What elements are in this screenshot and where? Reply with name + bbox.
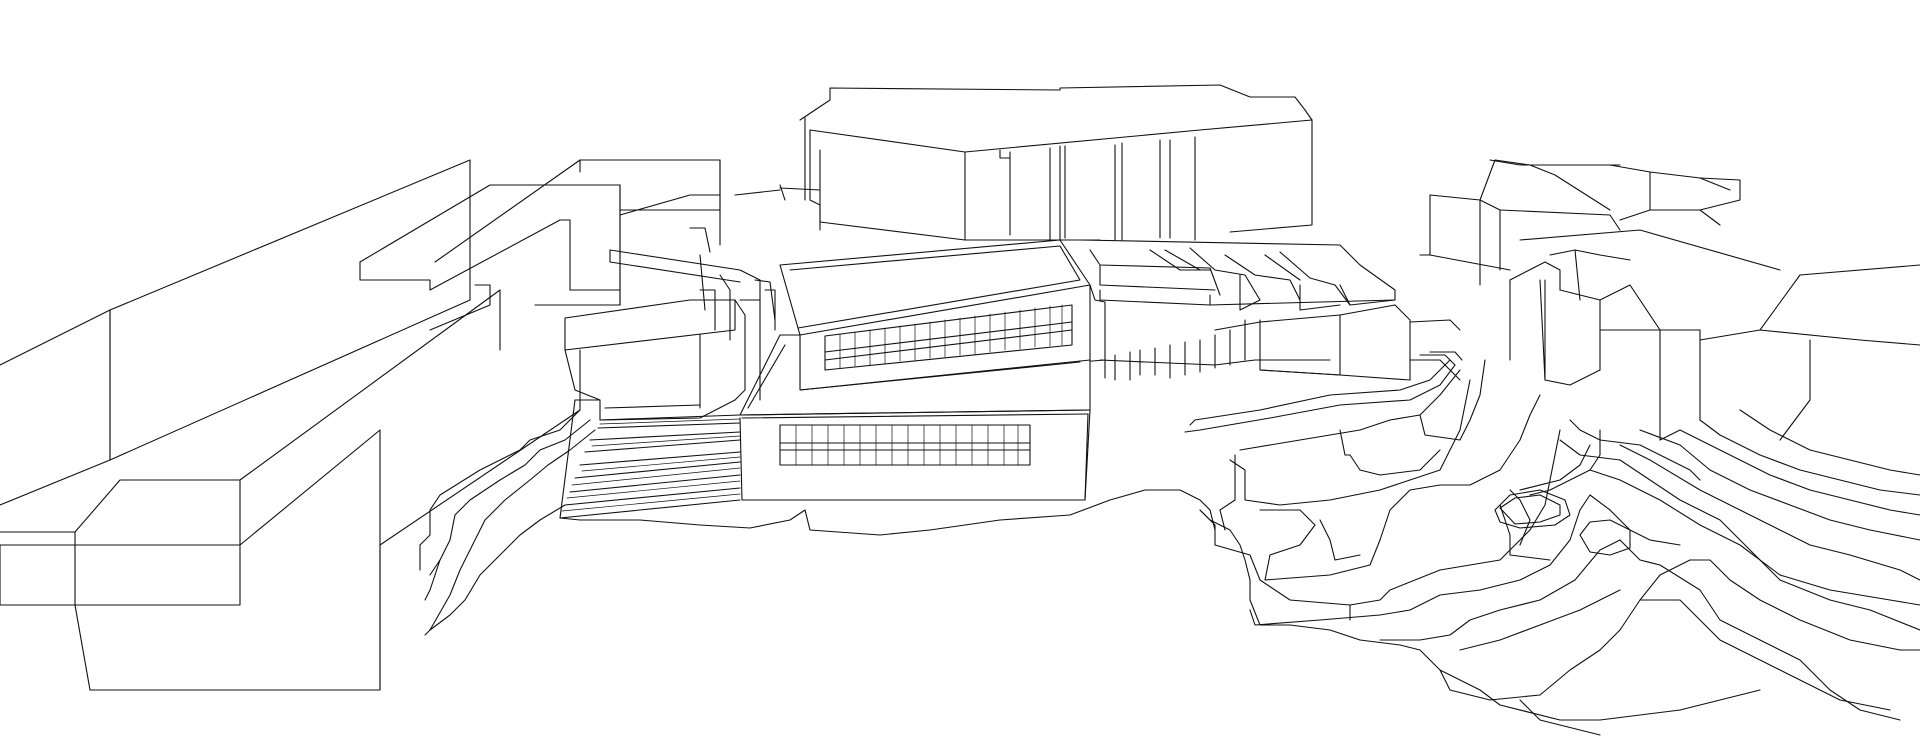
terrain-contours (1184, 351, 1920, 736)
terrace-building (564, 227, 776, 421)
right-buildings (1419, 159, 1920, 441)
left-block-building (0, 159, 581, 691)
left-contours (419, 409, 1251, 636)
rear-terraces (1079, 239, 1461, 381)
left-upper-buildings (359, 159, 721, 331)
main-building (739, 239, 1106, 501)
terraced-stairs (559, 399, 741, 519)
rear-tall-building (734, 84, 1313, 241)
